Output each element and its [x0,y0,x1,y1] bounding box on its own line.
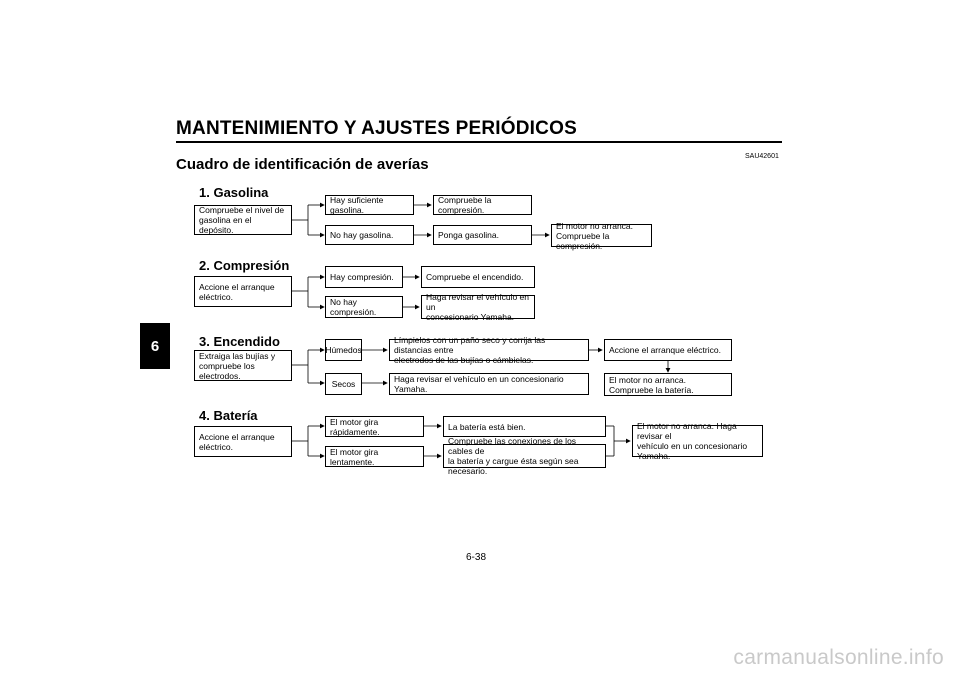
bateria-fast-box: El motor gira rápidamente. [325,416,424,437]
page-title: MANTENIMIENTO Y AJUSTES PERIÓDICOS [176,118,577,139]
gasolina-no-action-box: Ponga gasolina. [433,225,532,245]
section-title: Cuadro de identificación de averías [176,156,429,173]
encendido-wet-box: Húmedos [325,339,362,361]
bateria-slow-action-box: Compruebe las conexiones de los cables d… [443,436,606,476]
compresion-yes-box: Hay compresión. [325,266,403,288]
section-code: SAU42601 [745,153,779,160]
compresion-no-action-box: Haga revisar el vehículo en un concesion… [421,292,535,322]
encendido-wet-action-box: Límpielos con un paño seco y corrija las… [389,335,589,365]
gasolina-yes-box: Hay suficiente gasolina. [325,195,414,215]
heading-compresion: 2. Compresión [199,258,290,273]
encendido-start-box: Extraiga las bujías y compruebe los elec… [194,350,292,381]
heading-gasolina: 1. Gasolina [199,185,269,200]
title-rule [176,141,782,143]
bateria-slow-box: El motor gira lentamente. [325,446,424,467]
bateria-start-box: Accione el arranque eléctrico. [194,426,292,457]
encendido-final-box: El motor no arranca. Compruebe la baterí… [604,373,732,396]
compresion-yes-action-box: Compruebe el encendido. [421,266,535,288]
page-number: 6-38 [466,552,487,563]
heading-bateria: 4. Batería [199,408,258,423]
compresion-start-box: Accione el arranque eléctrico. [194,276,292,307]
chapter-tab: 6 [140,323,170,369]
bateria-final-box: El motor no arranca. Haga revisar el veh… [632,421,763,461]
encendido-dry-action-box: Haga revisar el vehículo en un concesion… [389,373,589,395]
bateria-fast-action-box: La batería está bien. [443,416,606,437]
heading-encendido: 3. Encendido [199,334,280,349]
encendido-wet-result-box: Accione el arranque eléctrico. [604,339,732,361]
gasolina-no-result-box: El motor no arranca. Compruebe la compre… [551,221,652,251]
gasolina-start-box: Compruebe el nivel de gasolina en el dep… [194,205,292,235]
gasolina-yes-action-box: Compruebe la compresión. [433,195,532,215]
watermark: carmanualsonline.info [733,646,944,669]
compresion-no-box: No hay compresión. [325,296,403,318]
gasolina-no-box: No hay gasolina. [325,225,414,245]
encendido-dry-box: Secos [325,373,362,395]
